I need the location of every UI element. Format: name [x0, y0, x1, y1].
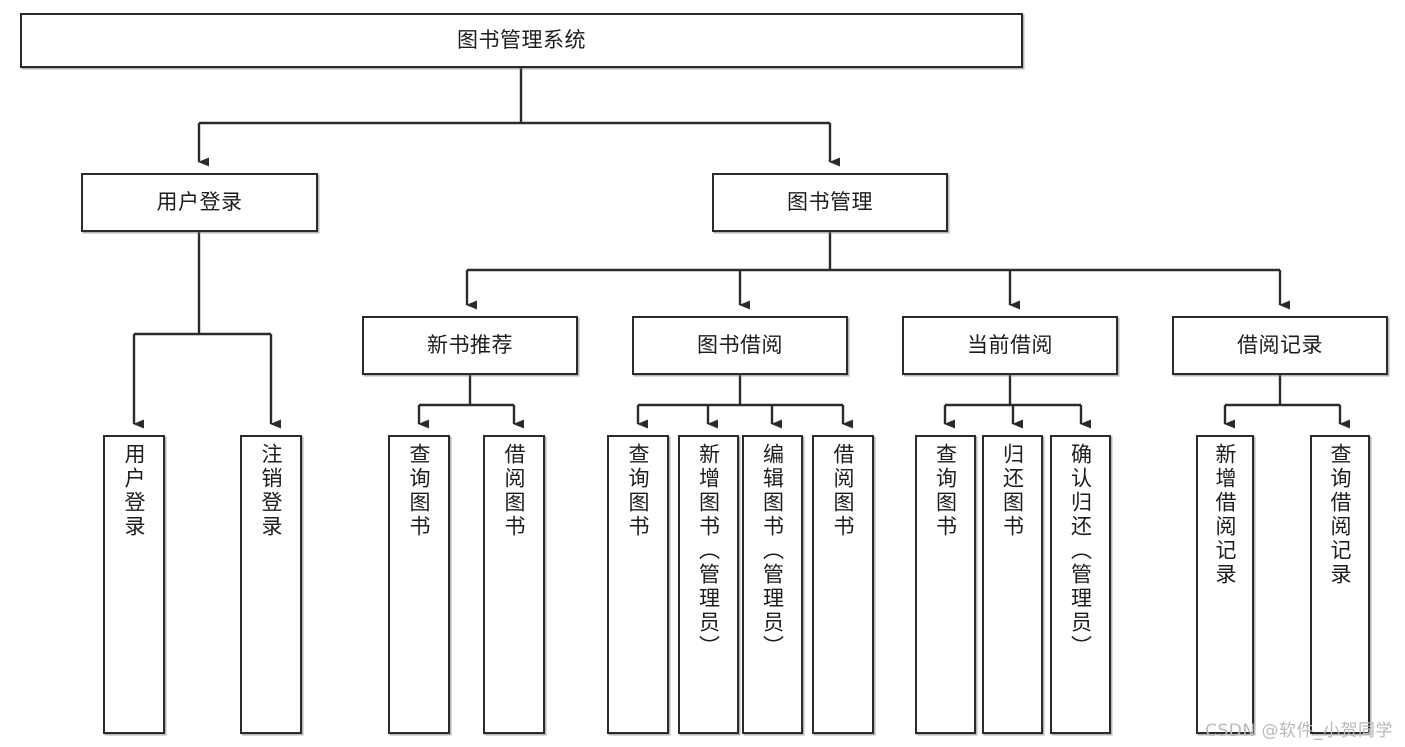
leaf-edit-book-admin[interactable]: 编辑图书（管理员） — [742, 435, 803, 734]
leaf-confirm-return-admin[interactable]: 确认归还（管理员） — [1050, 435, 1111, 734]
leaf-return-book[interactable]: 归还图书 — [982, 435, 1043, 734]
leaf-user-login[interactable]: 用户登录 — [103, 435, 165, 734]
node-new-book-recommendation[interactable]: 新书推荐 — [362, 316, 578, 375]
edges-borrowrecord-to-leaves — [1223, 375, 1350, 429]
leaf-logout[interactable]: 注销登录 — [240, 435, 302, 734]
node-label: 当前借阅 — [967, 333, 1053, 358]
edges-newbookrec-to-leaves — [417, 375, 524, 429]
node-label: 新增借阅记录 — [1213, 443, 1238, 587]
node-label: 图书管理 — [787, 190, 873, 215]
leaf-query-book-rec[interactable]: 查询图书 — [388, 435, 450, 734]
node-label: 查询图书 — [407, 443, 432, 539]
node-label: 新书推荐 — [427, 333, 513, 358]
node-label: 图书管理系统 — [457, 28, 586, 53]
leaf-query-book-borrow[interactable]: 查询图书 — [607, 435, 669, 734]
node-label: 借阅记录 — [1237, 333, 1323, 358]
node-user-login[interactable]: 用户登录 — [81, 173, 318, 232]
node-label: 借阅图书 — [502, 443, 527, 539]
leaf-add-borrow-record[interactable]: 新增借阅记录 — [1196, 435, 1254, 734]
node-book-management[interactable]: 图书管理 — [712, 173, 948, 232]
node-label: 确认归还（管理员） — [1068, 443, 1093, 659]
leaf-query-book-current[interactable]: 查询图书 — [915, 435, 976, 734]
node-label: 用户登录 — [156, 190, 243, 215]
node-root-book-management-system[interactable]: 图书管理系统 — [20, 13, 1023, 68]
edges-userlogin-to-leaves — [132, 232, 281, 429]
node-label: 注销登录 — [259, 443, 284, 539]
node-label: 新增图书（管理员） — [696, 443, 721, 659]
node-label: 图书借阅 — [697, 333, 783, 358]
edges-bookmgmt-to-level3 — [465, 232, 1290, 310]
node-label: 查询图书 — [626, 443, 651, 539]
edges-currentborrow-to-leaves — [943, 375, 1091, 429]
node-borrowing-record[interactable]: 借阅记录 — [1172, 316, 1388, 375]
leaf-add-book-admin[interactable]: 新增图书（管理员） — [678, 435, 739, 734]
node-label: 用户登录 — [122, 443, 147, 539]
node-label: 查询借阅记录 — [1328, 443, 1353, 587]
edges-root-to-level2 — [197, 68, 840, 167]
leaf-borrow-book-rec[interactable]: 借阅图书 — [483, 435, 545, 734]
node-label: 借阅图书 — [831, 443, 856, 539]
node-book-borrowing[interactable]: 图书借阅 — [632, 316, 848, 375]
node-label: 编辑图书（管理员） — [760, 443, 785, 659]
leaf-borrow-book[interactable]: 借阅图书 — [812, 435, 874, 734]
node-label: 归还图书 — [1000, 443, 1025, 539]
edges-bookborrow-to-leaves — [636, 375, 853, 429]
leaf-query-borrow-record[interactable]: 查询借阅记录 — [1310, 435, 1370, 734]
node-current-borrowing[interactable]: 当前借阅 — [902, 316, 1118, 375]
node-label: 查询图书 — [933, 443, 958, 539]
